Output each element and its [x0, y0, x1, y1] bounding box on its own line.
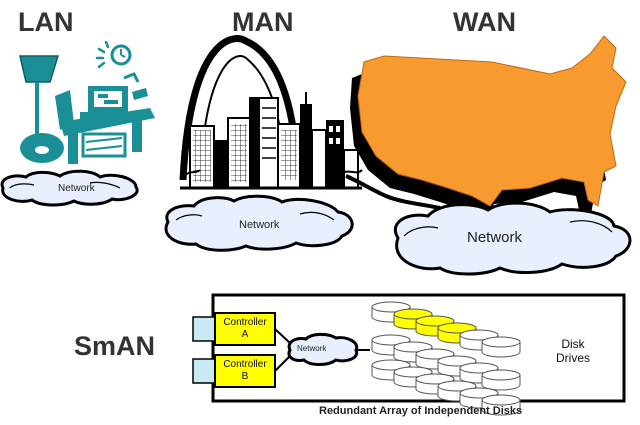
disk-drive-top [415, 373, 455, 385]
controller-b-id: B [241, 371, 249, 382]
controller-a-id: A [241, 329, 249, 340]
sman-title: SmAN [74, 331, 156, 361]
wan-cloud-label: Network [467, 229, 523, 246]
disk-drive-top [459, 387, 499, 399]
wan-network-cloud [394, 201, 632, 276]
disk-drive-top [393, 308, 433, 320]
sman-network-cloud [287, 332, 359, 366]
disk-drive-top [437, 322, 477, 334]
controller-b-box [214, 354, 276, 388]
disk-drive-top [437, 355, 477, 367]
disk-drive-top [415, 315, 455, 327]
controller-a-port [192, 316, 216, 342]
wan-usa-map [345, 35, 627, 220]
man-network-cloud [164, 194, 354, 252]
controller-b-port [192, 358, 216, 384]
disk-drives-line1: Disk [561, 337, 585, 351]
disk-drive-top [393, 366, 433, 378]
disk-drives-label: Disk Drives [556, 337, 590, 365]
wan-title: WAN [453, 7, 516, 37]
lan-title: LAN [18, 7, 74, 37]
disk-drive-top [393, 341, 433, 353]
controller-a-box [214, 312, 276, 346]
disk-drive-array [371, 301, 521, 416]
man-cloud-label: Network [239, 219, 280, 231]
disk-drive-top [481, 336, 521, 348]
disk-drive-top [481, 369, 521, 381]
raid-caption: Redundant Array of Independent Disks [319, 405, 523, 417]
disk-drive-top [371, 301, 411, 313]
lan-office-illustration [19, 40, 155, 164]
disk-drive-top [371, 359, 411, 371]
disk-drive-top [371, 334, 411, 346]
man-city-skyline [179, 35, 363, 190]
controller-b-label: Controller B [215, 359, 275, 383]
lan-network-cloud [0, 169, 139, 207]
disk-drive-top [437, 380, 477, 392]
disk-drives-line2: Drives [556, 351, 591, 365]
disk-drive-top [415, 348, 455, 360]
disk-drive-top [459, 329, 499, 341]
sman-cloud-label: Network [297, 344, 327, 353]
controller-b-name: Controller [223, 359, 267, 370]
controller-a-label: Controller A [215, 317, 275, 341]
disk-drive-top [481, 394, 521, 406]
lan-cloud-label: Network [58, 183, 95, 194]
disk-drive-top [459, 362, 499, 374]
controller-a-name: Controller [223, 317, 267, 328]
man-title: MAN [232, 7, 294, 37]
